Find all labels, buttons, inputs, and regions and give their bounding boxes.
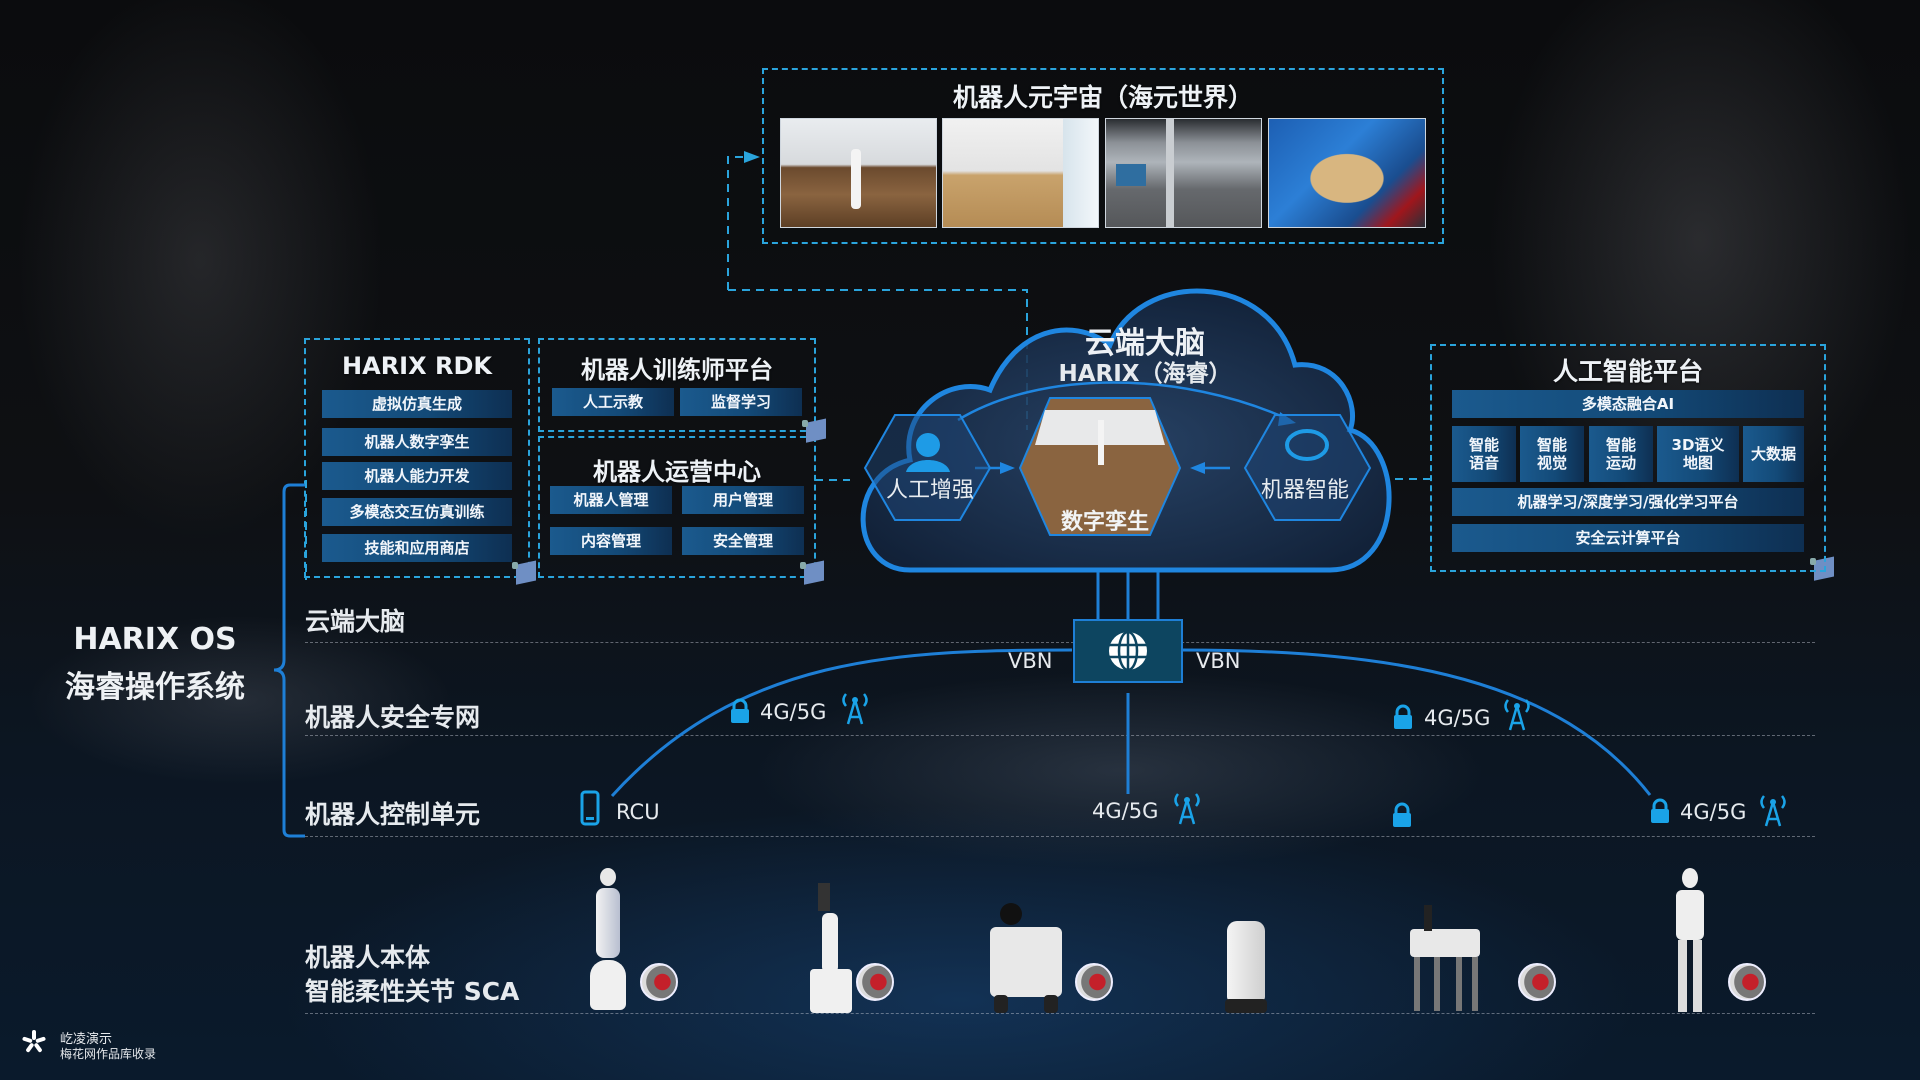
- robot-cylinder-cleaner: [1225, 921, 1267, 1013]
- ai-module-motion: 智能运动: [1589, 426, 1653, 482]
- ai-module-speech: 智能语音: [1452, 426, 1516, 482]
- ai-module-3d-semantic-map: 3D语义地图: [1657, 426, 1739, 482]
- vbn-left-label: VBN: [1008, 649, 1053, 673]
- separator: [305, 1013, 1815, 1014]
- ai-module-big-data: 大数据: [1743, 426, 1804, 482]
- metaverse-screenshot-4: [1268, 118, 1426, 228]
- server-icon: [802, 418, 826, 443]
- rdk-item-digital-twin: 机器人数字孪生: [322, 428, 512, 456]
- trainer-item-demo: 人工示教: [552, 388, 674, 416]
- robot-kiosk: [808, 883, 852, 1013]
- separator: [305, 836, 1815, 837]
- rdk-title: HARIX RDK: [342, 352, 492, 380]
- rdk-connector: [305, 480, 307, 580]
- server-icon: [800, 560, 824, 585]
- sca-joint-icon: [1518, 963, 1556, 1001]
- trainer-title: 机器人训练师平台: [581, 356, 773, 384]
- layer-secure-network: 机器人安全专网: [305, 703, 481, 732]
- ai-secure-cloud-compute: 安全云计算平台: [1452, 524, 1804, 552]
- watermark-line1: 屹凌演示: [60, 1032, 113, 1047]
- robot-lineup: [560, 855, 1840, 1013]
- ops-item-security-mgmt: 安全管理: [682, 527, 804, 555]
- cloud-node-human-augmented: 人工增强: [885, 478, 974, 503]
- ai-module-vision: 智能视觉: [1520, 426, 1584, 482]
- operations-title: 机器人运营中心: [593, 458, 761, 486]
- lock-icon: [731, 698, 749, 723]
- rdk-item-multimodal-training: 多模态交互仿真训练: [322, 498, 512, 526]
- signal-tower-icon: [842, 693, 868, 725]
- metaverse-screenshot-3: [1105, 118, 1262, 228]
- robot-humanoid-service: [590, 868, 626, 1013]
- ai-platform-title: 人工智能平台: [1552, 357, 1703, 386]
- ops-item-robot-mgmt: 机器人管理: [550, 486, 672, 514]
- sca-joint-icon: [1728, 963, 1766, 1001]
- rcu-label: RCU: [616, 800, 660, 824]
- layer-control-unit: 机器人控制单元: [305, 800, 481, 829]
- link-right-label: 4G/5G: [1424, 706, 1491, 730]
- watermark-line2: 梅花网作品库收录: [60, 1047, 157, 1061]
- plum-blossom-logo-icon: [22, 1030, 46, 1053]
- rdk-item-app-store: 技能和应用商店: [322, 534, 512, 562]
- link-center-label: 4G/5G: [1092, 799, 1159, 823]
- lock-icon: [1393, 802, 1411, 827]
- ops-item-content-mgmt: 内容管理: [550, 527, 672, 555]
- vbn-switch: [1073, 619, 1183, 683]
- lock-icon: [1394, 704, 1412, 729]
- cloud-node-digital-twin: 数字孪生: [1060, 510, 1149, 535]
- ops-item-user-mgmt: 用户管理: [682, 486, 804, 514]
- headset-user-icon: [906, 433, 950, 472]
- layer-robot-body: 机器人本体: [305, 943, 431, 972]
- layer-cloud-brain: 云端大脑: [305, 607, 406, 636]
- os-title-en: HARIX OS: [73, 622, 237, 657]
- link-left-label: 4G/5G: [760, 700, 827, 724]
- lock-icon: [1651, 798, 1669, 823]
- sca-joint-icon: [640, 963, 678, 1001]
- sca-joint-icon: [1075, 963, 1113, 1001]
- rdk-item-virtual-sim: 虚拟仿真生成: [322, 390, 512, 418]
- signal-tower-icon: [1760, 795, 1786, 827]
- ai-multimodal: 多模态融合AI: [1452, 390, 1804, 418]
- ai-ml-platform: 机器学习/深度学习/强化学习平台: [1452, 488, 1804, 516]
- robot-delivery-vehicle: [990, 903, 1062, 1013]
- metaverse-panel: 机器人元宇宙（海元世界）: [762, 68, 1444, 244]
- brain-icon: [1285, 429, 1329, 461]
- layer-sca-joint: 智能柔性关节 SCA: [305, 977, 520, 1006]
- hex-right: [1243, 414, 1372, 521]
- cloud-shape: [860, 288, 1392, 573]
- signal-tower-icon: [1174, 793, 1200, 825]
- trainer-panel: 机器人训练师平台: [538, 338, 816, 432]
- signal-tower-icon: [1504, 699, 1530, 731]
- sca-joint-icon: [856, 963, 894, 1001]
- separator: [305, 642, 1815, 643]
- robot-humanoid-biped: [1670, 868, 1710, 1013]
- cloud-subtitle: HARIX（海睿）: [1058, 361, 1232, 387]
- globe-icon: [1109, 630, 1147, 672]
- metaverse-screenshot-1: [780, 118, 937, 228]
- rdk-item-ability-dev: 机器人能力开发: [322, 462, 512, 490]
- os-title-cn: 海睿操作系统: [65, 670, 245, 705]
- metaverse-screenshot-2: [942, 118, 1099, 228]
- phone-rcu-icon: [580, 790, 600, 826]
- vbn-right-label: VBN: [1196, 649, 1241, 673]
- robot-quadruped: [1400, 905, 1484, 1013]
- separator: [305, 735, 1815, 736]
- rdk-panel: HARIX RDK: [304, 338, 530, 578]
- operations-panel: 机器人运营中心: [538, 436, 816, 578]
- ai-platform-panel: 人工智能平台: [1430, 344, 1826, 572]
- server-icon: [512, 560, 536, 585]
- os-brace: [273, 483, 305, 838]
- cloud-node-machine-intelligence: 机器智能: [1260, 478, 1349, 503]
- trainer-item-supervised: 监督学习: [680, 388, 802, 416]
- cloud-title: 云端大脑: [1085, 326, 1205, 361]
- metaverse-title: 机器人元宇宙（海元世界）: [952, 83, 1253, 112]
- link-far-right-label: 4G/5G: [1680, 800, 1747, 824]
